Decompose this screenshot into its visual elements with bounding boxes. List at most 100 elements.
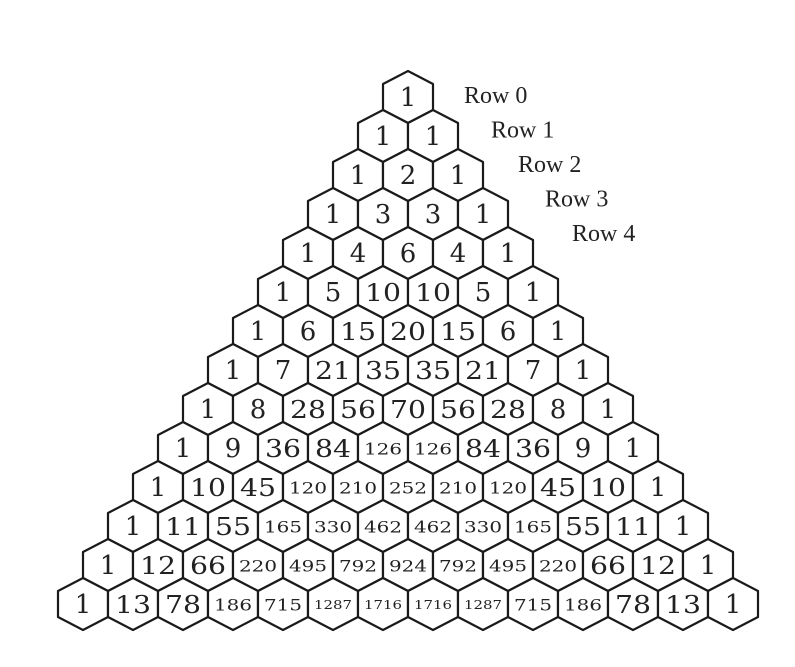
hex-cell: 715 — [256, 576, 310, 632]
cell-value: 78 — [165, 591, 201, 619]
cell-value: 165 — [264, 518, 302, 537]
cell-value: 56 — [440, 396, 476, 424]
hex-cell: 78 — [156, 576, 210, 632]
hex-cell: 1 — [56, 576, 110, 632]
hex-cell: 2 — [381, 147, 435, 203]
hex-cell: 1 — [406, 108, 460, 164]
cell-value: 1287 — [314, 598, 352, 612]
hex-cell: 45 — [231, 459, 285, 515]
cell-value: 36 — [515, 435, 551, 463]
hex-cell: 1 — [106, 498, 160, 554]
cell-value: 55 — [565, 513, 601, 541]
cell-value: 1 — [375, 122, 392, 152]
cell-value: 5 — [475, 278, 492, 308]
cell-value: 1 — [575, 356, 592, 386]
cell-value: 35 — [415, 357, 451, 385]
cell-value: 1 — [125, 512, 142, 542]
cell-value: 8 — [250, 395, 267, 425]
cell-value: 28 — [490, 396, 526, 424]
hex-cell: 78 — [606, 576, 660, 632]
hex-cell: 56 — [331, 381, 385, 437]
hex-cell: 462 — [356, 498, 410, 554]
cell-value: 186 — [564, 596, 602, 615]
cell-value: 4 — [350, 239, 367, 269]
hex-cell: 1716 — [406, 576, 460, 632]
cell-value: 21 — [465, 357, 501, 385]
cell-value: 36 — [265, 435, 301, 463]
cell-value: 1 — [100, 551, 117, 581]
hex-cell: 1 — [506, 264, 560, 320]
hex-cell: 1 — [306, 186, 360, 242]
cell-value: 120 — [489, 479, 527, 498]
row-label-2: Row 2 — [518, 152, 581, 178]
cell-value: 10 — [190, 474, 226, 502]
cell-value: 1 — [175, 434, 192, 464]
cell-value: 792 — [439, 557, 477, 576]
cell-value: 1 — [725, 590, 742, 620]
hex-cell: 11 — [606, 498, 660, 554]
hex-cell: 66 — [581, 537, 635, 593]
cell-value: 1 — [150, 473, 167, 503]
hex-cell: 1 — [581, 381, 635, 437]
hex-cell: 10 — [356, 264, 410, 320]
cell-value: 495 — [489, 557, 527, 576]
hex-cell: 20 — [381, 303, 435, 359]
cell-value: 9 — [575, 434, 592, 464]
cell-value: 84 — [315, 435, 351, 463]
row-label-1: Row 1 — [491, 118, 554, 144]
hex-cell: 12 — [631, 537, 685, 593]
cell-value: 1 — [650, 473, 667, 503]
cell-value: 252 — [389, 479, 427, 498]
cell-value: 1 — [300, 239, 317, 269]
cell-value: 210 — [439, 479, 477, 498]
cell-value: 11 — [615, 513, 651, 541]
cell-value: 924 — [389, 557, 427, 576]
cell-value: 13 — [665, 591, 701, 619]
cell-value: 66 — [190, 552, 226, 580]
cell-value: 10 — [415, 279, 451, 307]
cell-value: 1 — [75, 590, 92, 620]
cell-value: 6 — [400, 239, 417, 269]
cell-value: 1 — [500, 239, 517, 269]
hexagon — [706, 576, 760, 632]
cell-value: 1 — [475, 200, 492, 230]
cell-value: 13 — [115, 591, 151, 619]
cell-value: 1 — [700, 551, 717, 581]
hex-cell: 924 — [381, 537, 435, 593]
hex-cell: 55 — [556, 498, 610, 554]
cell-value: 1 — [250, 317, 267, 347]
cell-value: 66 — [590, 552, 626, 580]
cell-value: 1 — [425, 122, 442, 152]
cell-value: 330 — [464, 518, 502, 537]
cell-value: 1 — [550, 317, 567, 347]
hex-cell: 220 — [531, 537, 585, 593]
hex-cell: 13 — [656, 576, 710, 632]
cell-value: 1 — [200, 395, 217, 425]
hex-cell: 10 — [406, 264, 460, 320]
cell-value: 78 — [615, 591, 651, 619]
hex-cell: 1 — [481, 225, 535, 281]
cell-value: 45 — [240, 474, 276, 502]
cell-value: 495 — [289, 557, 327, 576]
cell-value: 220 — [539, 557, 577, 576]
cell-value: 1 — [625, 434, 642, 464]
cell-value: 1 — [400, 83, 417, 113]
hex-cell: 1 — [656, 498, 710, 554]
hex-cell: 11 — [156, 498, 210, 554]
cell-value: 10 — [365, 279, 401, 307]
cell-value: 6 — [300, 317, 317, 347]
cell-value: 6 — [500, 317, 517, 347]
cell-value: 1 — [450, 161, 467, 191]
cell-value: 1 — [225, 356, 242, 386]
cell-value: 220 — [239, 557, 277, 576]
hex-cell: 66 — [181, 537, 235, 593]
